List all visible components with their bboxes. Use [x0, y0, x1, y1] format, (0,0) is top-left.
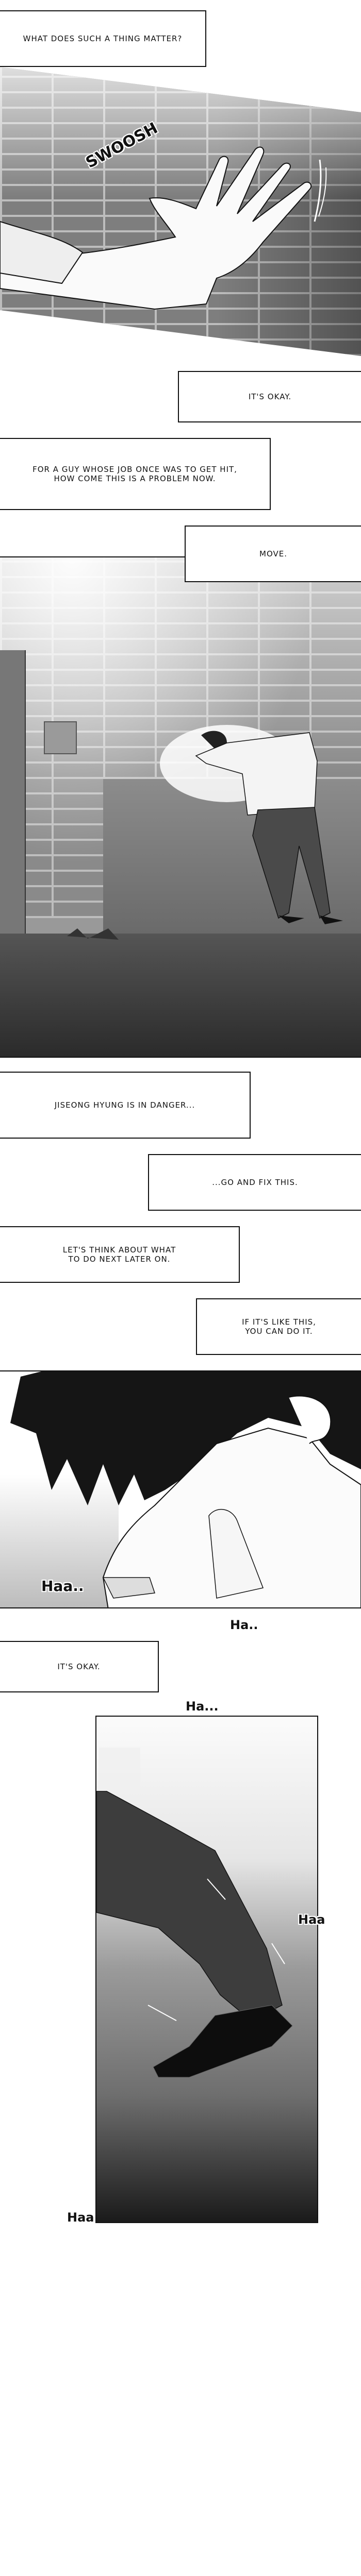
panel-face-closeup: Haa..	[0, 1370, 361, 1608]
caption-text: For a guy whose job once was to get hit,…	[32, 465, 237, 483]
face-illustration	[10, 1371, 361, 1607]
caption-box: Jiseong hyung is in danger...	[0, 1072, 251, 1139]
caption-text: It's okay.	[248, 392, 292, 401]
caption-text: Let's think about what to do next later …	[62, 1245, 176, 1264]
sfx-ha: Ha..	[230, 1618, 258, 1632]
wall-sign	[44, 721, 77, 754]
panel-leg-shoe	[95, 1716, 318, 2223]
man-illustration	[67, 725, 343, 940]
caption-box: ...Go and fix this.	[148, 1154, 361, 1211]
caption-box: If it's like this, you can do it.	[196, 1298, 361, 1355]
caption-box: It's okay.	[178, 371, 361, 422]
pillar	[0, 650, 26, 934]
background-blur	[0, 1475, 119, 1607]
panel-alley-man	[0, 556, 361, 1058]
caption-box: What does such a thing matter?	[0, 10, 206, 67]
panel-hand-on-wall: SWOOSH	[0, 67, 361, 356]
sfx-haa: Haa	[298, 1912, 325, 1927]
caption-text: ...Go and fix this.	[212, 1178, 298, 1187]
caption-text: Jiseong hyung is in danger...	[54, 1100, 195, 1110]
sfx-ha: Ha...	[186, 1699, 219, 1714]
caption-box: Move.	[185, 526, 361, 582]
leg-illustration	[96, 1791, 293, 2078]
caption-text: What does such a thing matter?	[23, 34, 183, 43]
ground	[0, 934, 361, 1057]
caption-box: For a guy whose job once was to get hit,…	[0, 438, 271, 510]
sfx-haa: Haa	[67, 2210, 94, 2225]
sfx-haa: Haa..	[41, 1578, 84, 1595]
hand-illustration	[0, 146, 327, 310]
caption-text: If it's like this, you can do it.	[242, 1317, 316, 1336]
caption-box: Let's think about what to do next later …	[0, 1226, 240, 1283]
caption-text: Move.	[259, 549, 287, 558]
caption-box: It's okay.	[0, 1641, 159, 1692]
caption-text: It's okay.	[57, 1662, 101, 1671]
